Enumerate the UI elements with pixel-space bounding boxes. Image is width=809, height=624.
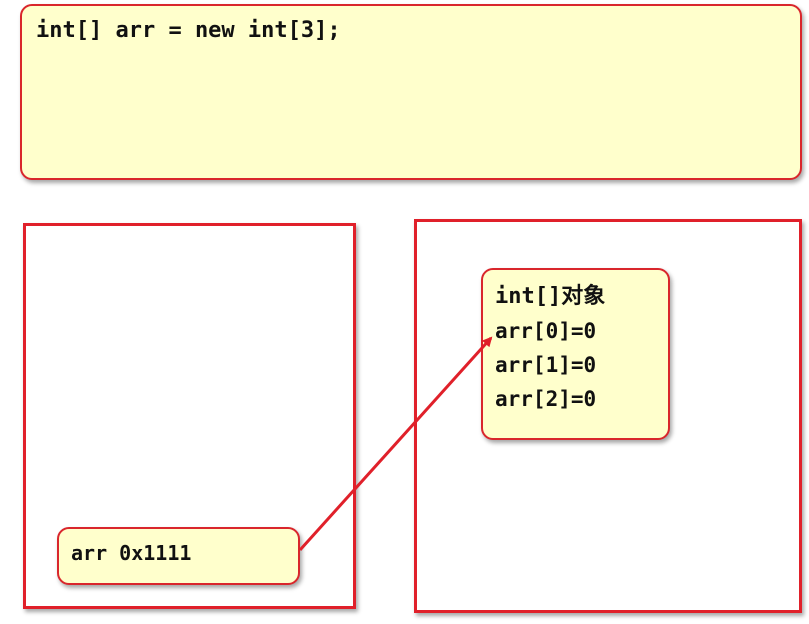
variable-label: arr 0x1111 bbox=[71, 541, 192, 565]
variable-note: arr 0x1111 bbox=[57, 527, 300, 585]
code-line: int[] arr = new int[3]; bbox=[36, 18, 341, 43]
array-element-1: arr[1]=0 bbox=[495, 353, 597, 377]
array-element-2: arr[2]=0 bbox=[495, 387, 597, 411]
code-box: int[] arr = new int[3]; bbox=[20, 4, 802, 180]
array-object-title: int[]对象 bbox=[495, 284, 606, 309]
array-object-note: int[]对象 arr[0]=0 arr[1]=0 arr[2]=0 bbox=[481, 268, 670, 440]
array-element-0: arr[0]=0 bbox=[495, 319, 597, 343]
